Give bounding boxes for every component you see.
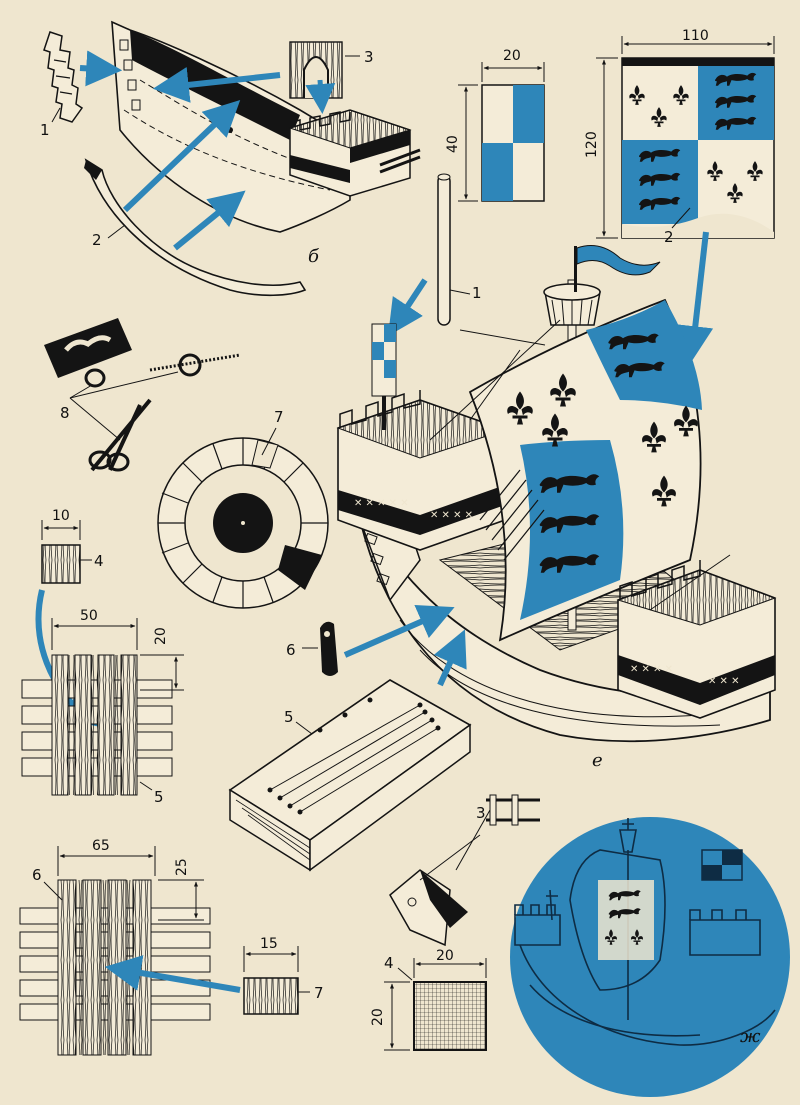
dim-mesh-width: 20 bbox=[436, 948, 454, 964]
stern-castle: ✕ ✕ ✕ ✕ ✕ ✕ ✕ bbox=[616, 554, 777, 719]
label-part-5-board: 5 bbox=[284, 708, 294, 726]
dim-part6-width: 65 bbox=[92, 838, 110, 854]
svg-text:✕ ✕ ✕: ✕ ✕ ✕ bbox=[708, 676, 740, 687]
mesh-grate-part-4: 20 20 4 bbox=[370, 948, 487, 1051]
dim-part5-width: 50 bbox=[80, 608, 98, 624]
capstan-wheel-part-7: 7 bbox=[157, 408, 329, 609]
svg-text:✕ ✕ ✕ ✕ ✕: ✕ ✕ ✕ ✕ ✕ bbox=[354, 498, 409, 509]
label-part-7-small: 7 bbox=[314, 984, 324, 1002]
part-6-small-piece: 6 bbox=[286, 621, 338, 676]
hull-assembly-b: 1 2 3 б bbox=[40, 20, 421, 297]
part-3-arch-piece bbox=[289, 41, 343, 99]
seal-medallion: ж bbox=[510, 817, 790, 1097]
dim-flag-height: 40 bbox=[445, 135, 461, 153]
figure-letter-zh: ж bbox=[740, 1026, 761, 1047]
label-part-3-bottom: 3 bbox=[476, 804, 486, 822]
svg-text:✕ ✕ ✕ ✕: ✕ ✕ ✕ ✕ bbox=[630, 664, 673, 675]
label-part-1-mast: 1 bbox=[472, 284, 482, 302]
heraldic-sail-banner: 110 120 2 bbox=[584, 28, 775, 363]
dim-part7-width: 15 bbox=[260, 936, 278, 952]
label-part-6-piece: 6 bbox=[286, 641, 296, 659]
label-part-7-wheel: 7 bbox=[274, 408, 284, 426]
label-part-2-top: 2 bbox=[92, 231, 102, 249]
fore-castle: ✕ ✕ ✕ ✕ ✕ ✕ ✕ ✕ ✕ bbox=[336, 390, 507, 551]
figure-letter-b: б bbox=[308, 246, 320, 267]
part-6-and-7-weaving: 65 25 6 15 7 bbox=[19, 838, 324, 1056]
part-2-keel-strip bbox=[84, 158, 307, 297]
svg-text:✕ ✕ ✕ ✕: ✕ ✕ ✕ ✕ bbox=[430, 510, 473, 521]
label-part-5-grid: 5 bbox=[154, 788, 164, 806]
dim-banner-width: 110 bbox=[682, 28, 709, 44]
part-4-and-5-weaving: 10 4 50 20 5 bbox=[21, 508, 184, 806]
dim-banner-height: 120 bbox=[584, 131, 600, 158]
scissors-icon bbox=[90, 398, 152, 472]
dim-flag-width: 20 bbox=[503, 48, 521, 64]
label-part-2-banner: 2 bbox=[664, 228, 674, 246]
label-part-4-grid: 4 bbox=[384, 954, 394, 972]
mast-rod-part-1: 1 bbox=[388, 173, 482, 337]
weaving-board-part-5: 5 bbox=[228, 679, 472, 872]
label-part-6-grid: 6 bbox=[32, 866, 42, 884]
razor-blade-icon bbox=[44, 318, 132, 378]
dim-mesh-height: 20 bbox=[370, 1008, 386, 1026]
label-part-3-top: 3 bbox=[364, 48, 374, 66]
label-part-1-top: 1 bbox=[40, 121, 50, 139]
dim-part4-width: 10 bbox=[52, 508, 70, 524]
dim-part6-height: 25 bbox=[174, 858, 190, 876]
tools-part-8: 8 bbox=[44, 318, 241, 472]
dim-part5-height: 20 bbox=[153, 627, 169, 645]
label-part-8-tools: 8 bbox=[60, 404, 70, 422]
rudder-hinge-part-3: 3 bbox=[389, 794, 540, 947]
figure-letter-e: е bbox=[592, 750, 603, 771]
label-part-4-small: 4 bbox=[94, 552, 104, 570]
stern-castle-small bbox=[288, 109, 421, 197]
assembled-cog-ship-e: ✕ ✕ ✕ ✕ ✕ ✕ ✕ ✕ ✕ bbox=[336, 245, 777, 771]
small-flag-pattern: 20 40 bbox=[445, 48, 545, 202]
